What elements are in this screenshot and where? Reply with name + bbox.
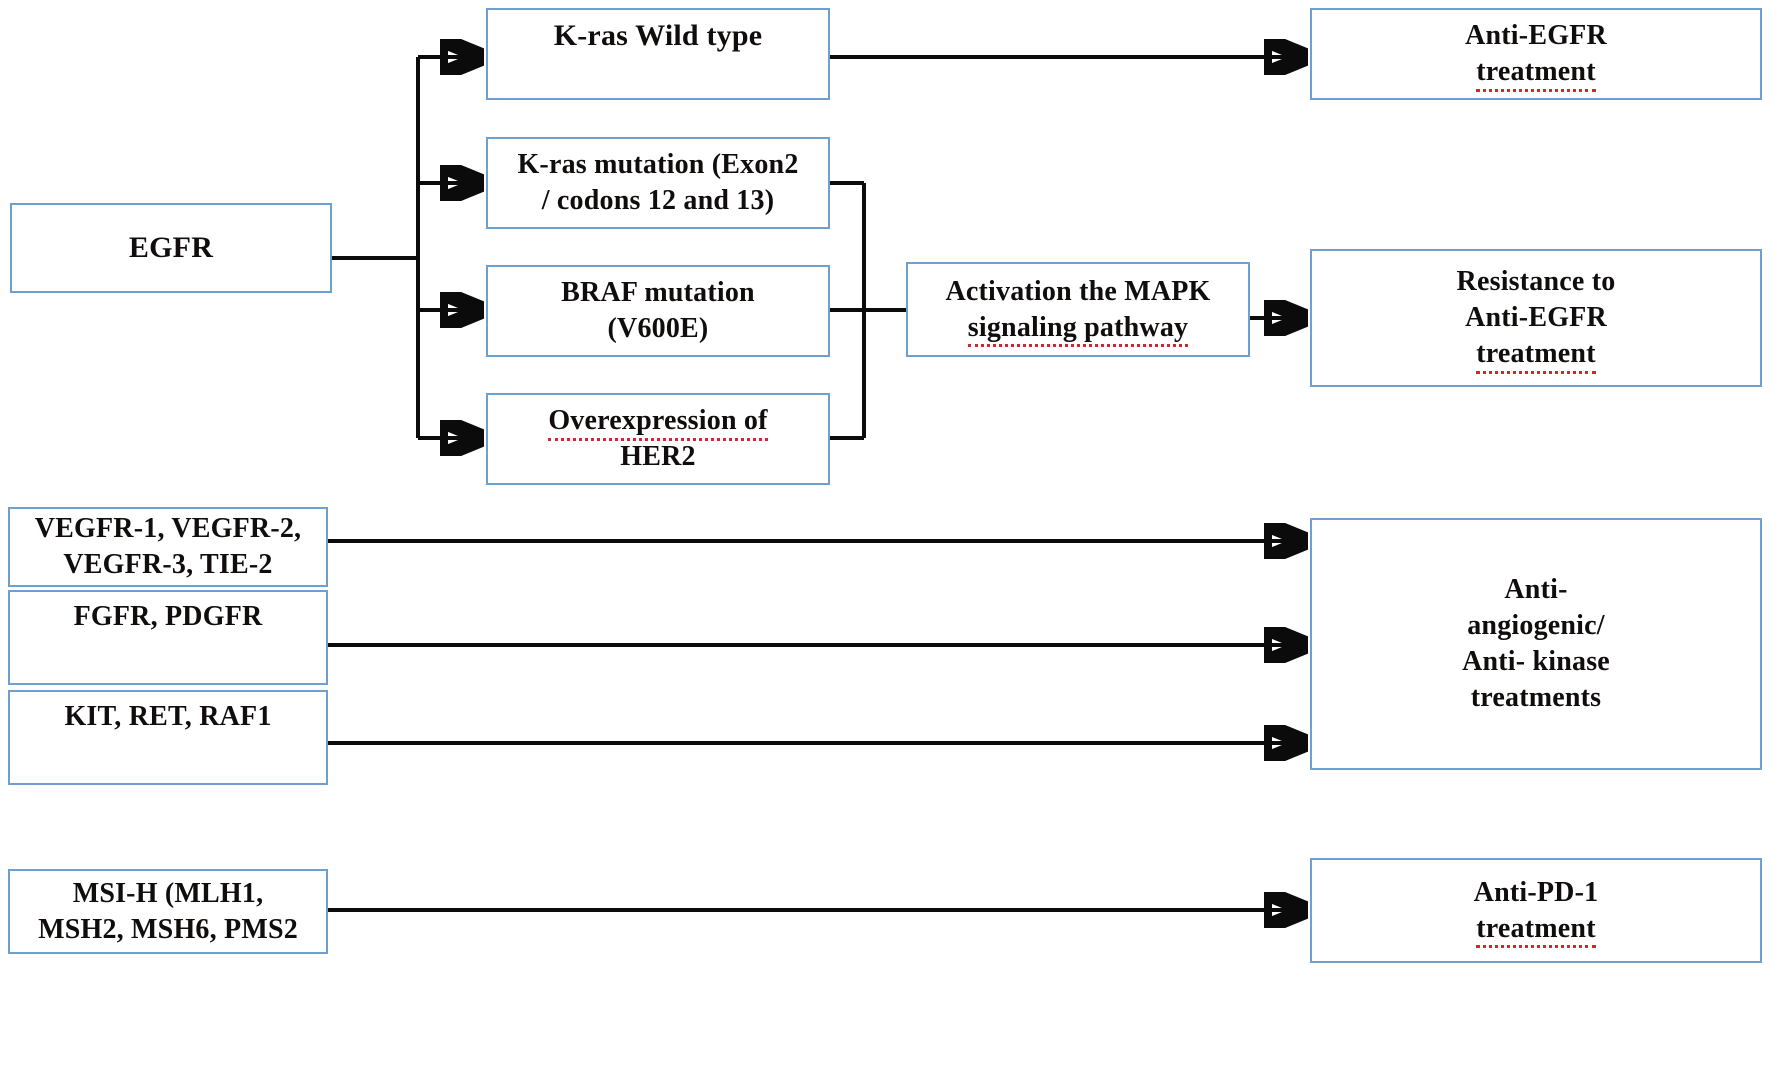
node-fgfr-pdgfr-label: FGFR, PDGFR: [73, 601, 263, 632]
node-resistance-anti-egfr[interactable]: Resistance to Anti-EGFR treatment: [1310, 249, 1762, 387]
node-anti-angio-line2: angiogenic/: [1467, 610, 1605, 642]
node-mapk-line2: signaling pathway: [967, 310, 1189, 348]
node-mapk-line1: Activation the MAPK: [945, 275, 1211, 307]
node-anti-pd1-line2: treatment: [1476, 911, 1597, 949]
node-her2-line1: Overexpression of: [548, 403, 769, 441]
node-fgfr-pdgfr[interactable]: FGFR, PDGFR: [8, 590, 328, 685]
node-kit-ret-raf1-label: KIT, RET, RAF1: [64, 701, 272, 732]
node-anti-angio-line4: treatments: [1470, 681, 1602, 713]
node-anti-angio-line3: Anti- kinase: [1462, 646, 1610, 677]
node-kras-wild-type-label: K-ras Wild type: [553, 19, 763, 52]
node-resistance-line1: Resistance to: [1456, 266, 1616, 298]
node-msi-h[interactable]: MSI-H (MLH1, MSH2, MSH6, PMS2: [8, 869, 328, 954]
node-anti-egfr-line2: treatment: [1476, 54, 1597, 92]
node-anti-egfr-line1: Anti-EGFR: [1465, 20, 1607, 52]
node-resistance-line3: treatment: [1476, 336, 1597, 374]
node-anti-pd1-line1: Anti-PD-1: [1473, 876, 1599, 908]
node-egfr[interactable]: EGFR: [10, 203, 332, 293]
node-kras-mutation-label: K-ras mutation (Exon2 / codons 12 and 13…: [517, 149, 799, 216]
node-resistance-line2: Anti-EGFR: [1465, 302, 1607, 334]
node-kras-wild-type[interactable]: K-ras Wild type: [486, 8, 830, 100]
node-vegfr-tie2-label: VEGFR-1, VEGFR-2, VEGFR-3, TIE-2: [34, 513, 302, 580]
node-braf-mutation[interactable]: BRAF mutation (V600E): [486, 265, 830, 357]
node-kit-ret-raf1[interactable]: KIT, RET, RAF1: [8, 690, 328, 785]
node-anti-angio-line1: Anti-: [1504, 574, 1568, 606]
node-braf-mutation-label: BRAF mutation (V600E): [561, 277, 755, 344]
node-anti-angiogenic-kinase[interactable]: Anti- angiogenic/ Anti- kinase treatment…: [1310, 518, 1762, 770]
node-anti-pd1-treatment[interactable]: Anti-PD-1 treatment: [1310, 858, 1762, 963]
node-mapk-activation[interactable]: Activation the MAPK signaling pathway: [906, 262, 1250, 357]
node-kras-mutation[interactable]: K-ras mutation (Exon2 / codons 12 and 13…: [486, 137, 830, 229]
node-msi-h-label: MSI-H (MLH1, MSH2, MSH6, PMS2: [38, 877, 298, 945]
node-anti-egfr-treatment[interactable]: Anti-EGFR treatment: [1310, 8, 1762, 100]
node-her2-overexpression[interactable]: Overexpression of HER2: [486, 393, 830, 485]
node-egfr-label: EGFR: [128, 230, 214, 264]
node-vegfr-tie2[interactable]: VEGFR-1, VEGFR-2, VEGFR-3, TIE-2: [8, 507, 328, 587]
node-her2-line2: HER2: [620, 441, 696, 472]
